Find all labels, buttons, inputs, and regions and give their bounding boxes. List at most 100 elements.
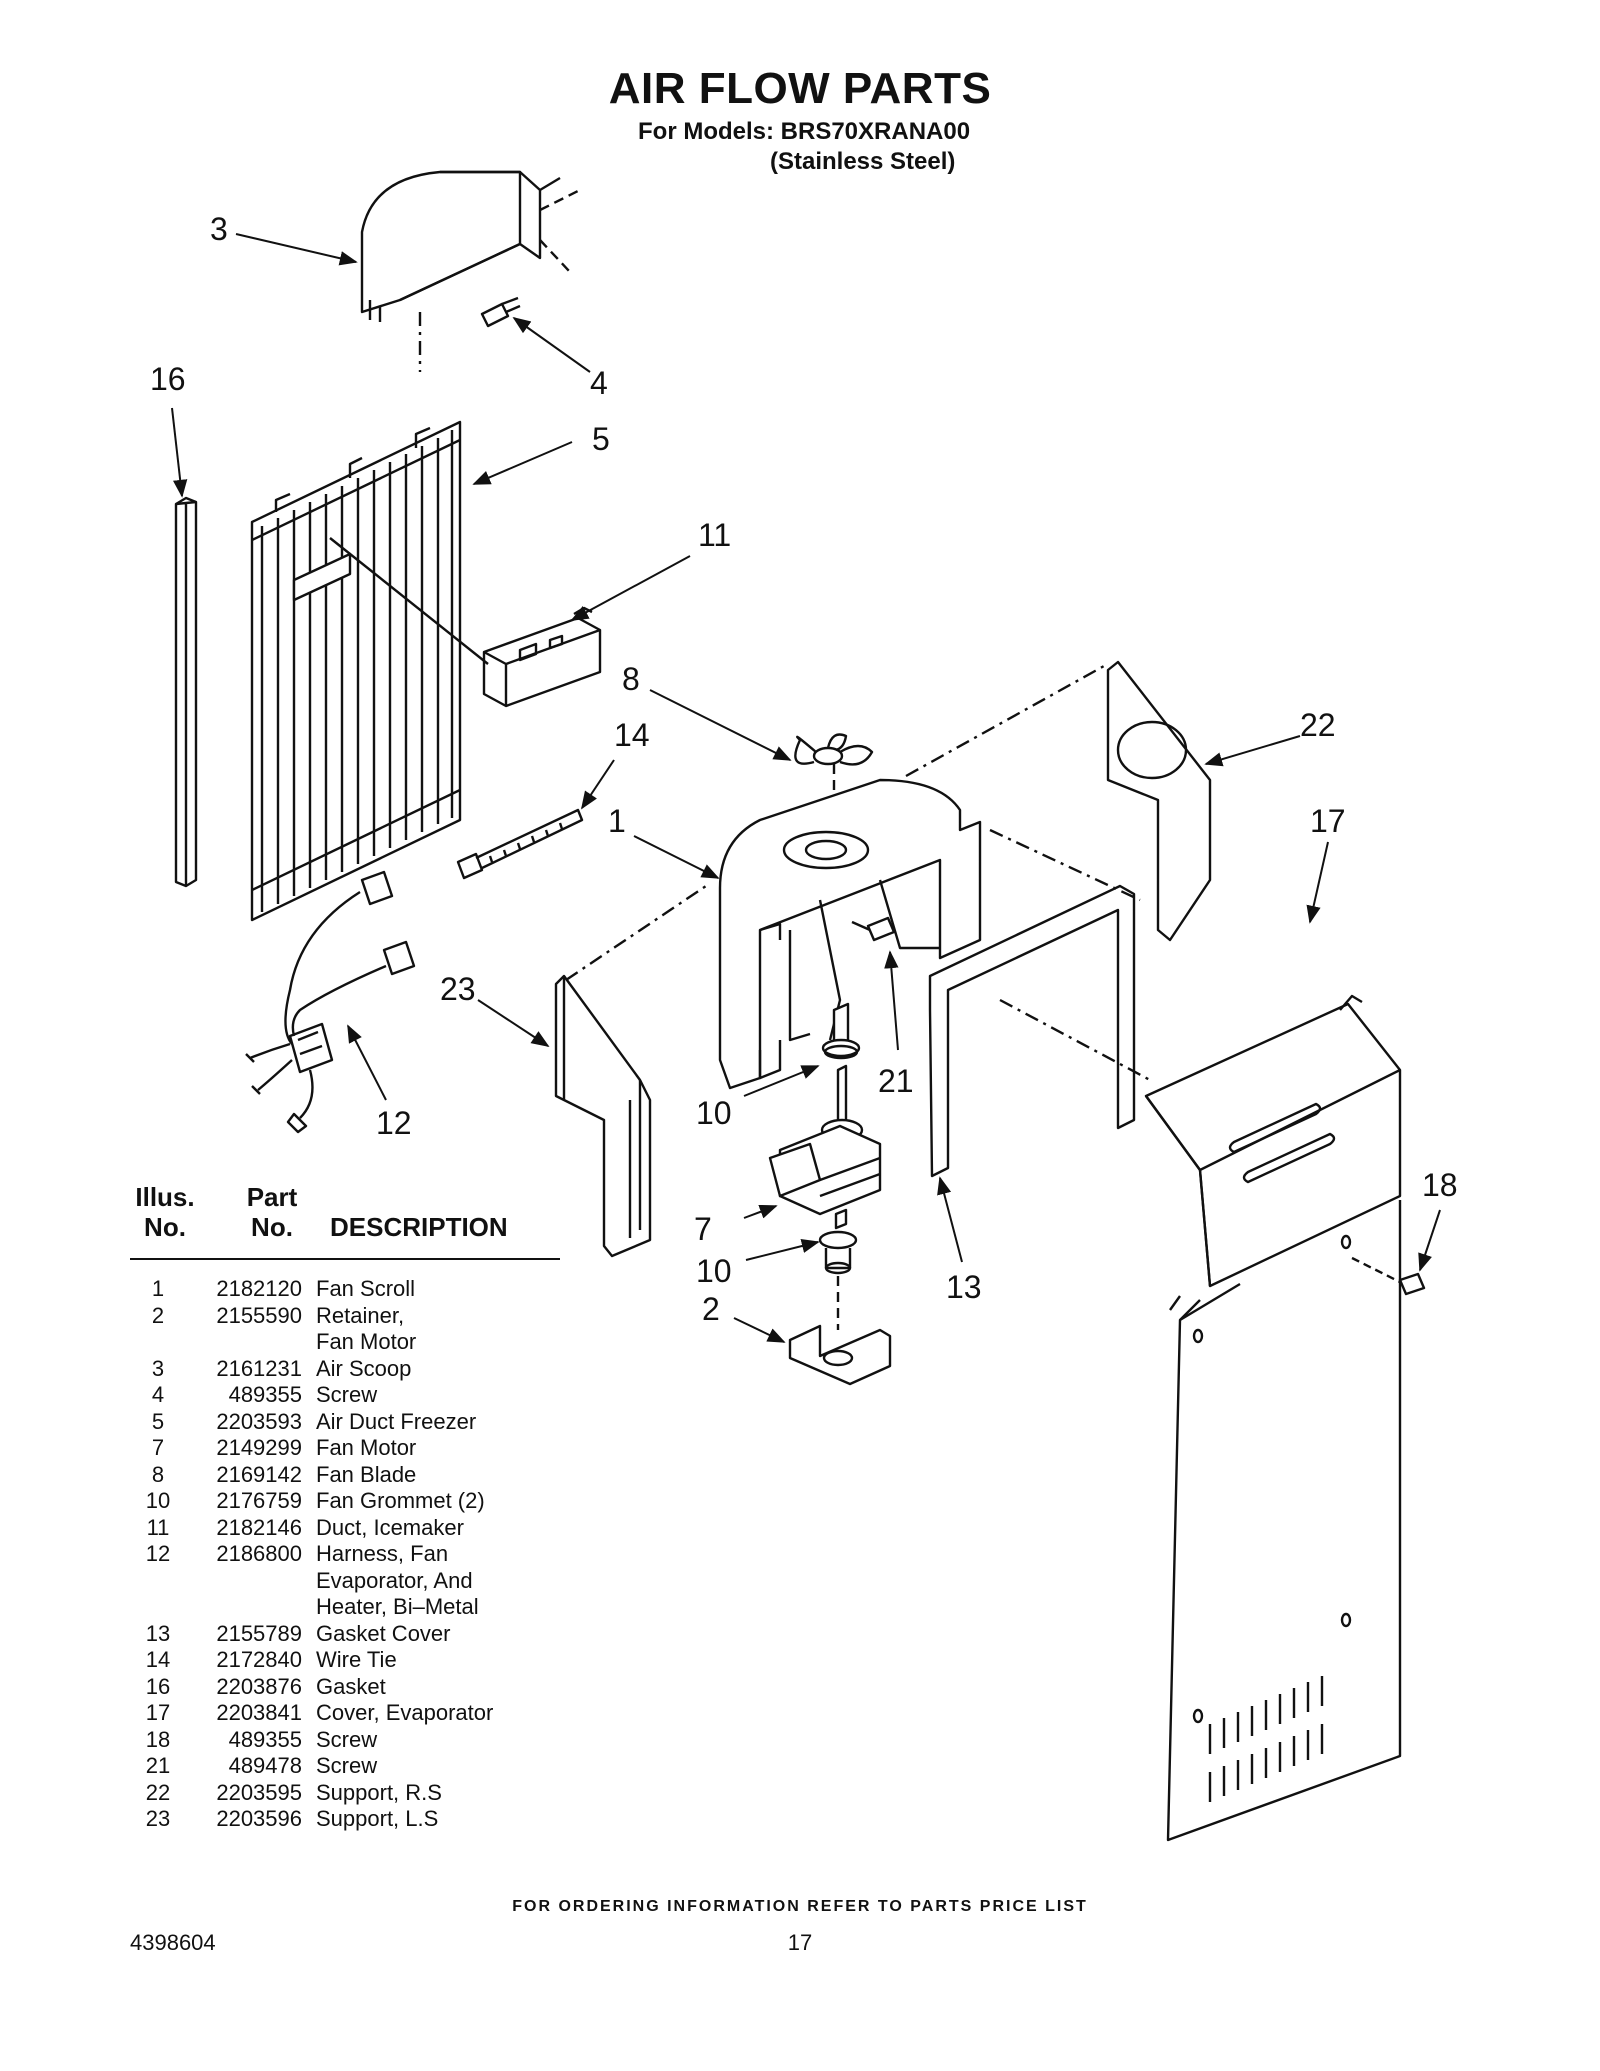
models-line: For Models: BRS70XRANA00	[638, 118, 971, 145]
description: Fan Motor	[316, 1435, 417, 1460]
screw-part-18	[1351, 1256, 1426, 1296]
illus-no: 1	[151, 1276, 165, 1301]
table-row: 12 2186800 Harness, Fan Evaporator, And He…	[130, 1541, 560, 1621]
leader-arrow-4	[512, 316, 591, 373]
callout-3: 3	[210, 211, 228, 247]
callout-5: 5	[592, 421, 610, 457]
callout-12: 12	[376, 1105, 412, 1141]
part-no: 2203595	[216, 1779, 302, 1805]
description: Support, R.S	[316, 1779, 442, 1805]
part-no: 2186800	[216, 1541, 302, 1566]
fan-blade-part	[794, 733, 874, 766]
leader-arrow-5	[472, 441, 573, 485]
leader-arrow-8	[649, 689, 792, 761]
leader-arrow-12	[347, 1024, 387, 1101]
callout-7: 7	[694, 1211, 712, 1247]
guide-line	[539, 188, 581, 273]
gasket-cover-part	[928, 884, 1136, 1178]
leader-arrow-17	[1306, 841, 1329, 924]
part-no: 2182120	[216, 1276, 302, 1301]
wire-tie-part	[456, 808, 584, 880]
fan-scroll-part	[718, 778, 982, 1090]
illus-no: 18	[145, 1726, 171, 1752]
models-finish: (Stainless Steel)	[770, 148, 956, 175]
guide-line	[989, 828, 1141, 902]
screw-part-21	[851, 916, 896, 942]
fan-motor-part	[768, 1064, 882, 1230]
illus-no: 16	[145, 1673, 171, 1699]
illus-no: 5	[151, 1408, 165, 1434]
callout-13: 13	[946, 1269, 982, 1305]
description: Screw	[316, 1753, 378, 1778]
table-row: 5 2203593 Air Duct Freezer	[130, 1409, 560, 1436]
callout-8: 8	[622, 661, 640, 697]
part-no: 2203593	[216, 1408, 302, 1434]
retainer-part	[788, 1324, 892, 1386]
leader-arrow-14	[581, 759, 615, 810]
part-no: 2172840	[216, 1647, 302, 1672]
callout-21: 21	[878, 1063, 914, 1099]
leader-arrow-21	[884, 950, 899, 1051]
callout-23: 23	[440, 971, 476, 1007]
part-no: 489478	[228, 1753, 302, 1778]
illus-no: 14	[145, 1647, 171, 1672]
ordering-note: FOR ORDERING INFORMATION REFER TO PARTS …	[512, 1898, 1088, 1915]
description: Cover, Evaporator	[316, 1700, 494, 1725]
part-no: 2149299	[216, 1435, 302, 1460]
illus-no: 12	[145, 1541, 171, 1566]
part-no: 2169142	[216, 1461, 302, 1487]
document-number: 4398604	[130, 1930, 216, 1955]
description: Screw	[316, 1726, 378, 1752]
leader-arrow-3	[235, 233, 358, 266]
illus-no: 22	[145, 1779, 171, 1805]
guide-line	[905, 664, 1105, 778]
leader-arrow-10b	[745, 1238, 820, 1261]
description: Air Scoop	[316, 1355, 412, 1381]
illus-no: 23	[145, 1806, 171, 1831]
table-row: 21 489478 Screw	[130, 1753, 560, 1780]
guide-line	[565, 885, 707, 981]
callout-18: 18	[1422, 1167, 1458, 1203]
fan-grommet-upper	[821, 1002, 861, 1060]
callout-11: 11	[698, 517, 731, 553]
part-no: 2155789	[216, 1620, 302, 1646]
callout-4: 4	[590, 365, 608, 401]
description: Retainer, Fan Motor	[316, 1302, 417, 1355]
leader-arrow-16	[171, 407, 188, 498]
description: Gasket Cover	[316, 1620, 451, 1646]
part-no: 2176759	[216, 1488, 302, 1513]
description: Harness, Fan Evaporator, And Heater, Bi–…	[316, 1541, 479, 1619]
header-illus-no: Illus. No.	[130, 1182, 200, 1242]
illus-no: 21	[145, 1753, 171, 1778]
illus-no: 11	[146, 1514, 170, 1540]
header-description: DESCRIPTION	[330, 1212, 508, 1242]
duct-icemaker-part	[482, 606, 602, 708]
support-ls-part	[554, 974, 652, 1258]
part-no: 2203596	[216, 1806, 302, 1831]
table-row: 22 2203595 Support, R.S	[130, 1780, 560, 1807]
table-divider	[130, 1258, 560, 1260]
callout-16: 16	[150, 361, 186, 397]
callout-2: 2	[702, 1291, 720, 1327]
description: Air Duct Freezer	[316, 1408, 477, 1434]
callout-14: 14	[614, 717, 650, 753]
description: Duct, Icemaker	[316, 1514, 464, 1540]
leader-arrow-1	[633, 835, 720, 879]
leader-arrow-2	[733, 1317, 786, 1343]
page-number: 17	[787, 1930, 813, 1955]
illus-no: 4	[151, 1382, 165, 1407]
leader-arrow-7	[743, 1204, 778, 1219]
callout-17: 17	[1310, 803, 1346, 839]
part-no: 2203876	[216, 1673, 302, 1699]
description: Fan Grommet (2)	[316, 1488, 485, 1513]
